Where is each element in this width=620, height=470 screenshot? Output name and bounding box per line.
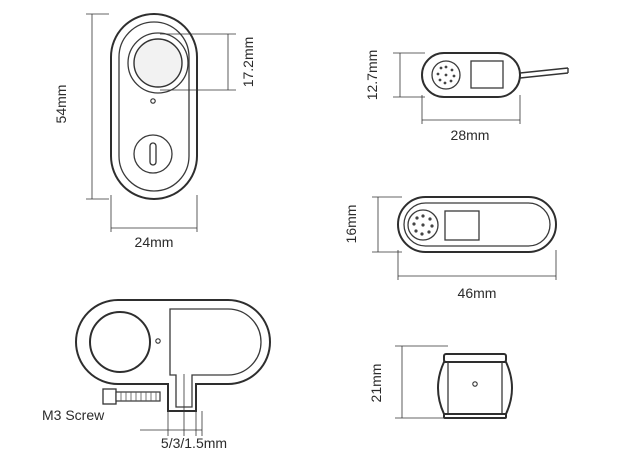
medium-side-inner-outline (403, 202, 551, 247)
screw-label: M3 Screw (42, 407, 105, 423)
medium-height-label: 16mm (343, 205, 359, 244)
front-height-dimension: 54mm (53, 13, 109, 200)
front-height-label: 54mm (53, 85, 69, 124)
medium-height-dimension: 16mm (343, 196, 402, 253)
cylinder-body (437, 361, 513, 415)
lens-ring (127, 32, 189, 94)
front-width-label: 24mm (135, 234, 174, 250)
small-screen-icon (470, 60, 504, 89)
bracket-pin-icon (155, 338, 161, 344)
small-width-dimension: 28mm (421, 95, 521, 143)
medium-side-outline (397, 196, 557, 253)
medium-screen-icon (444, 210, 480, 241)
front-width-dimension: 24mm (110, 195, 198, 250)
gap-label: 5/3/1.5mm (161, 435, 227, 451)
small-width-label: 28mm (451, 127, 490, 143)
lens-icon (133, 38, 183, 88)
screw-shaft-icon (115, 391, 161, 402)
m3-screw: M3 Screw (42, 388, 161, 423)
cylinder-dot-icon (472, 381, 478, 387)
cylinder-height-dimension: 21mm (368, 345, 448, 419)
cylinder-bottom-cap (443, 413, 507, 419)
cylinder-device (437, 353, 513, 419)
small-height-label: 12.7mm (364, 50, 380, 101)
lens-size-label: 17.2mm (240, 37, 256, 88)
button-ring (133, 134, 173, 174)
small-speaker-icon (431, 60, 461, 90)
front-view-inner-outline (118, 21, 190, 192)
front-view-device (110, 13, 198, 200)
indicator-dot-icon (150, 98, 156, 104)
medium-width-dimension: 46mm (397, 250, 557, 301)
cylinder-height-label: 21mm (368, 364, 384, 403)
medium-width-label: 46mm (458, 285, 497, 301)
cylinder-top-cap (443, 353, 507, 363)
mount-bracket (75, 299, 271, 412)
screw-head-icon (102, 388, 117, 405)
medium-speaker-icon (407, 209, 439, 241)
cable-line (519, 67, 569, 74)
small-side-device (421, 52, 569, 98)
button-slot-icon (149, 142, 157, 166)
medium-side-device (397, 196, 557, 253)
small-height-dimension: 12.7mm (364, 50, 425, 101)
gap-dimension: 5/3/1.5mm (140, 407, 227, 451)
bracket-hole (89, 311, 151, 373)
bracket-slot (169, 308, 262, 408)
lens-dimension: 17.2mm (160, 33, 256, 91)
